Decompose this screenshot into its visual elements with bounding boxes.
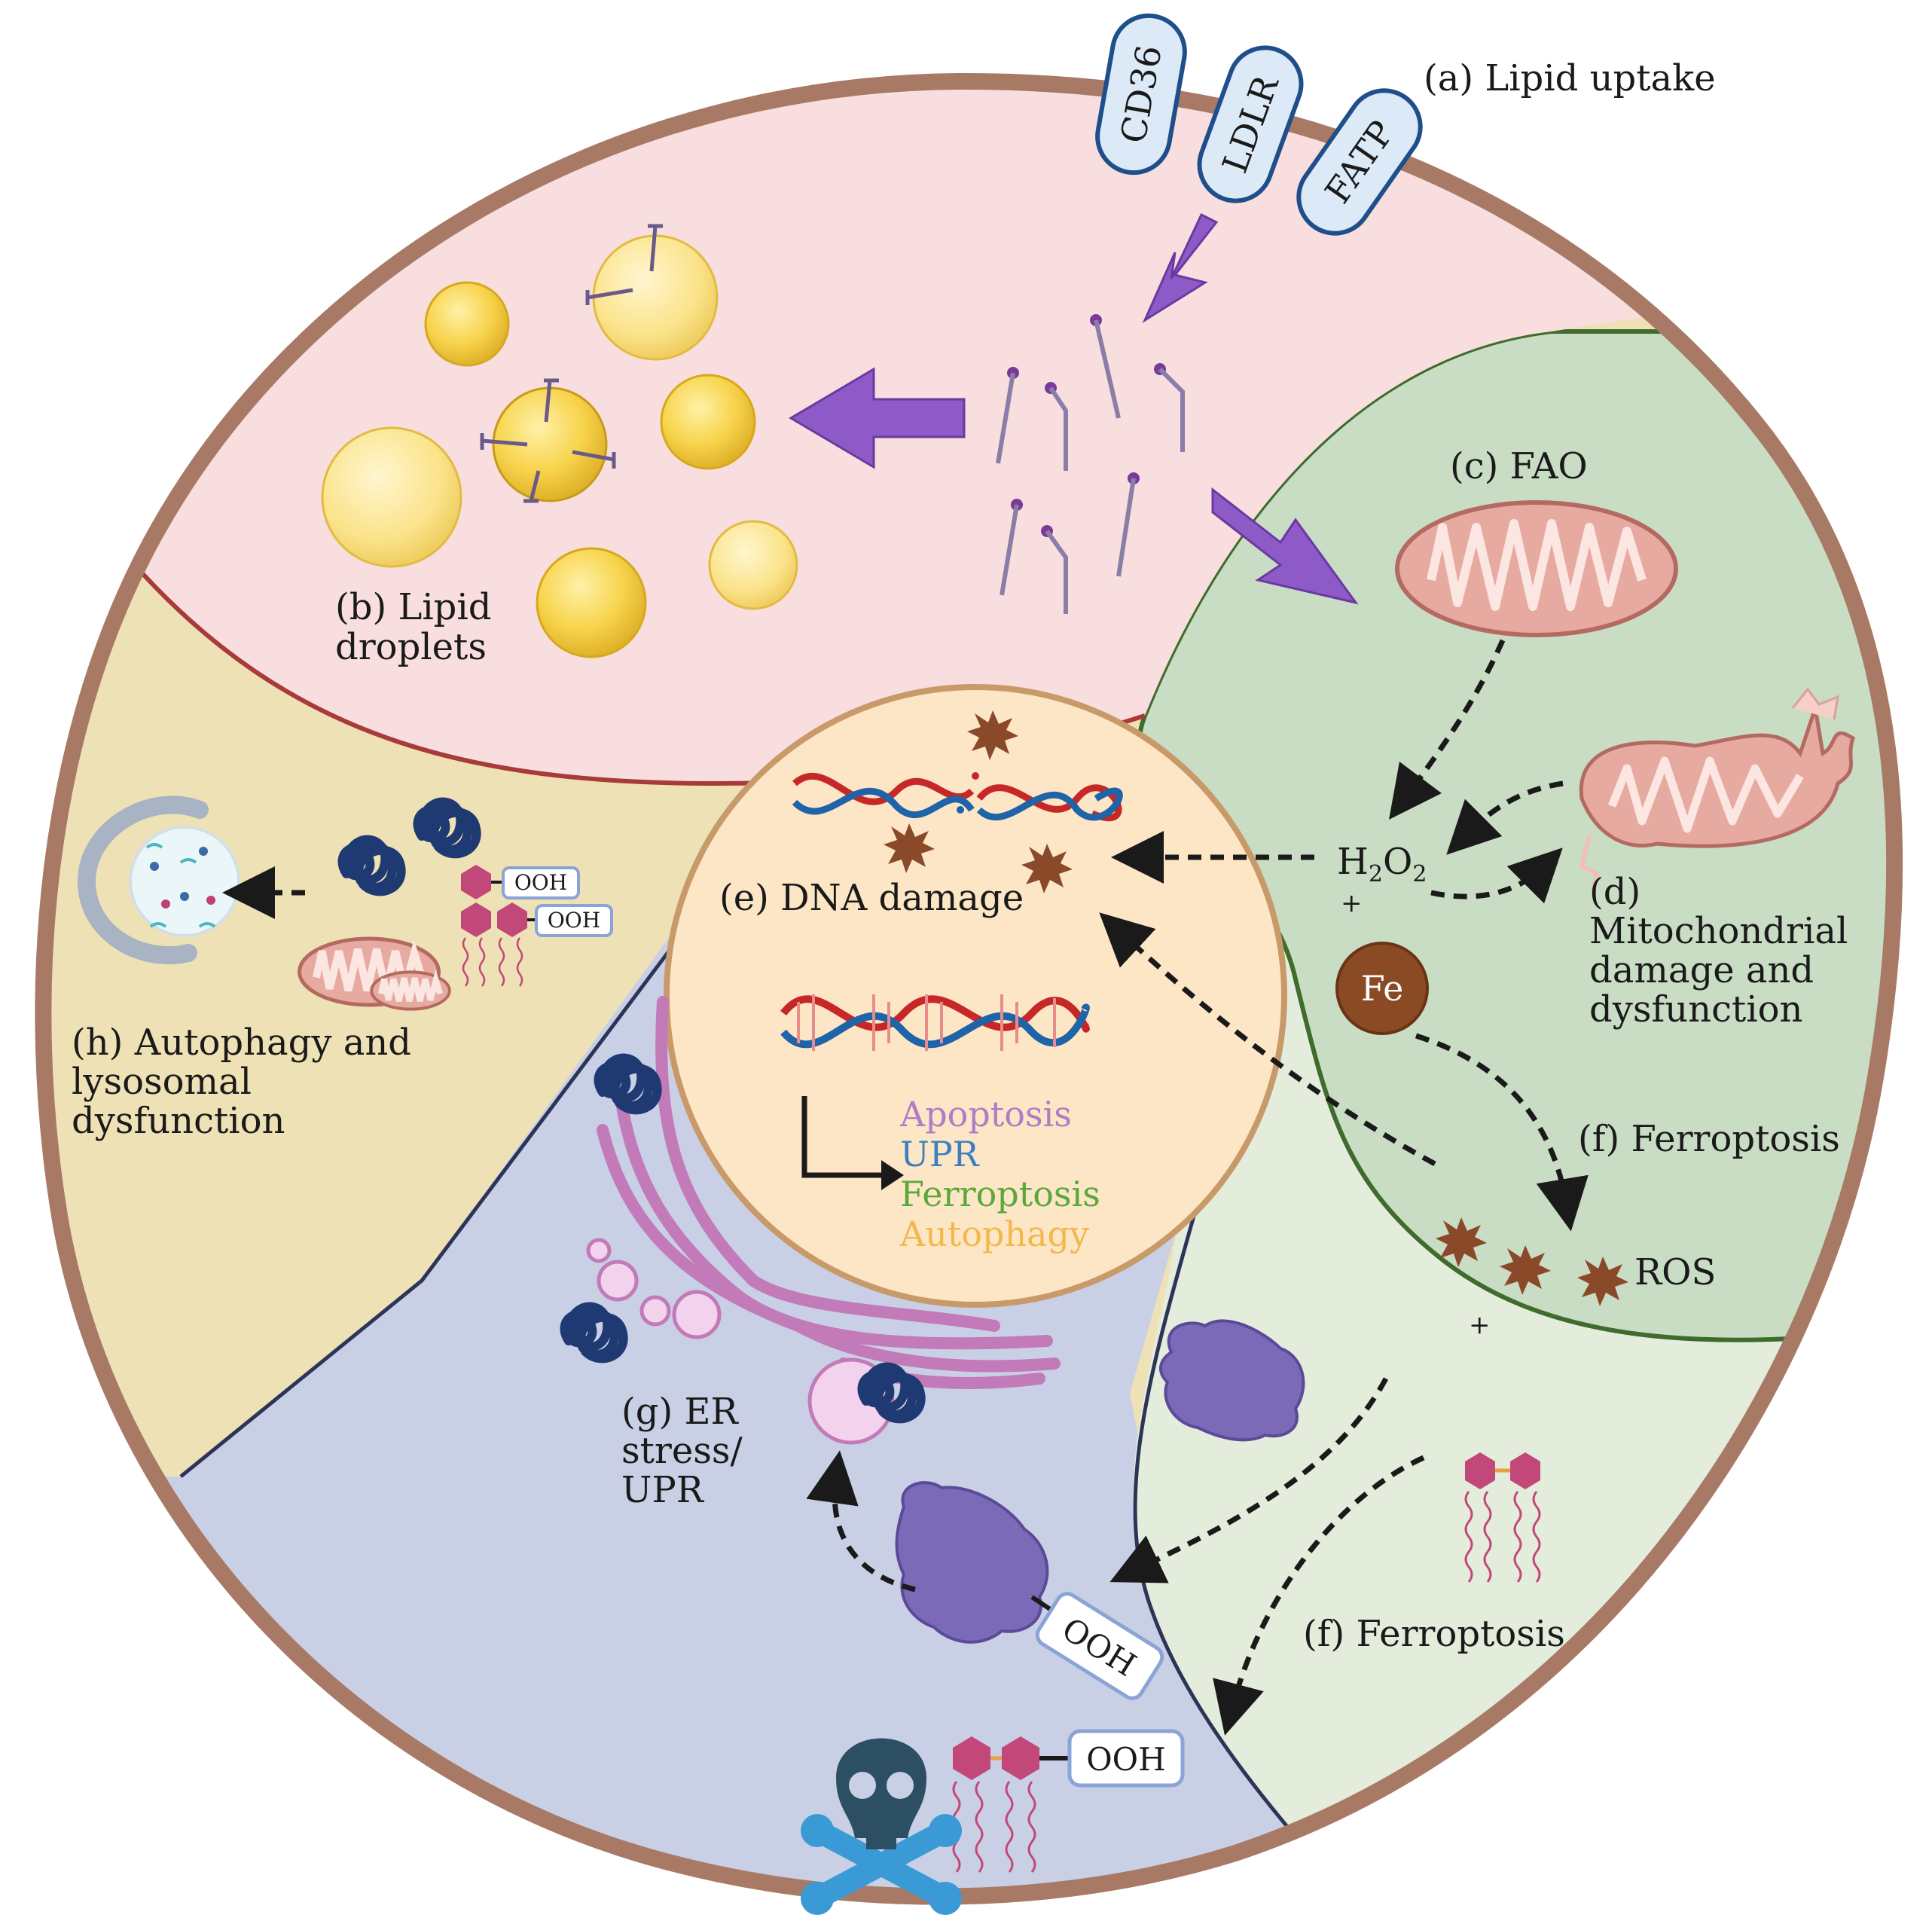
label-lipid-droplets-1: (b) Lipid — [335, 586, 491, 628]
lipid-droplets — [321, 224, 798, 658]
mitochondrion-fao — [1395, 500, 1678, 637]
damaged-dna — [792, 772, 1123, 822]
svg-text:H2O2: H2O2 — [1337, 841, 1427, 887]
protein-blob-upper — [1159, 1319, 1305, 1442]
label-fao: (c) FAO — [1450, 445, 1588, 487]
phospholipid-oxidized: OOH — [952, 1729, 1185, 1873]
svg-text:Fe: Fe — [1361, 968, 1404, 1009]
label-ferroptosis-lower: (f) Ferroptosis — [1303, 1613, 1565, 1655]
label-lipid-uptake: (a) Lipid uptake — [1424, 57, 1716, 99]
arrow-uptake — [1142, 212, 1219, 323]
outcome-autophagy: Autophagy — [899, 1214, 1089, 1254]
label-dna-damage: (e) DNA damage — [719, 877, 1024, 919]
mitochondrion-damaged — [1579, 687, 1855, 890]
label-mito-3: damage and — [1589, 949, 1814, 991]
intact-dna — [780, 994, 1090, 1051]
dashed-arrows — [222, 639, 1589, 1736]
ooh-label-auto-1: OOH — [514, 870, 567, 895]
h2o2: H2O2 — [1337, 841, 1427, 887]
label-lipid-droplets-2: droplets — [335, 626, 487, 668]
ooh-label-auto-2: OOH — [548, 908, 600, 933]
label-er-3: UPR — [621, 1469, 705, 1511]
label-ferroptosis-upper: (f) Ferroptosis — [1578, 1118, 1840, 1160]
label-autophagy-2: lysosomal — [72, 1061, 252, 1103]
outcome-upr: UPR — [900, 1134, 980, 1174]
receptor-cd36: CD36 — [1095, 13, 1187, 176]
label-mito-2: Mitochondrial — [1589, 910, 1848, 952]
ooh-label-lipid: OOH — [1086, 1741, 1166, 1778]
plus-sign-2: + — [1469, 1310, 1491, 1340]
receptor-ldlr: LDLR — [1197, 45, 1304, 203]
skull-crossbones-icon — [801, 1738, 962, 1915]
outcome-apoptosis: Apoptosis — [899, 1094, 1072, 1134]
iron-ion: Fe — [1335, 942, 1429, 1035]
label-mito-1: (d) — [1589, 871, 1641, 913]
arrow-to-droplets — [789, 367, 966, 469]
protein-blob-oxidized: OOH — [895, 1481, 1164, 1700]
label-autophagy-3: dysfunction — [72, 1100, 285, 1142]
purple-arrows — [789, 212, 1359, 605]
label-er-2: stress/ — [621, 1430, 743, 1472]
arrow-to-fao — [1211, 487, 1359, 605]
outcome-ferroptosis: Ferroptosis — [900, 1174, 1100, 1214]
fatty-acids — [998, 314, 1185, 614]
label-mito-4: dysfunction — [1589, 988, 1802, 1031]
label-ros: ROS — [1634, 1251, 1716, 1293]
label-er-1: (g) ER — [621, 1391, 739, 1433]
plus-sign-1: + — [1341, 888, 1363, 918]
phospholipid-upper — [1464, 1452, 1541, 1583]
label-autophagy-1: (h) Autophagy and — [72, 1021, 411, 1064]
autophagy-cargo: OOH OOH — [298, 802, 613, 1011]
